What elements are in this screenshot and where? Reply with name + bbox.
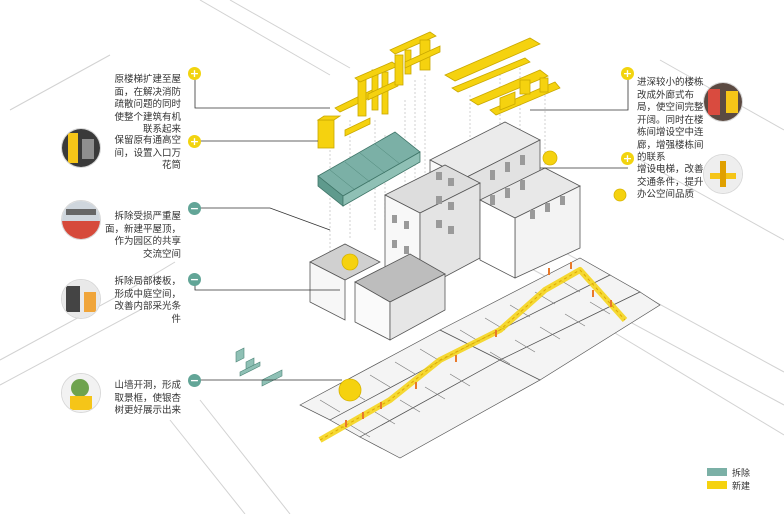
photo-thumbnail — [61, 200, 101, 240]
people-figures — [345, 262, 612, 427]
trees — [338, 150, 627, 402]
annotation-elevator: 增设电梯，改善 交通条件，提升 办公空间品质 — [637, 164, 704, 200]
remove-sign-icon: − — [188, 202, 201, 215]
add-sign-icon: + — [621, 152, 634, 165]
add-sign-icon: + — [188, 67, 201, 80]
photo-thumbnail — [703, 154, 743, 194]
buildings — [309, 121, 581, 341]
add-sign-icon: + — [188, 135, 201, 148]
photo-thumbnail — [61, 373, 101, 413]
legend-swatch-demolish — [707, 468, 727, 476]
annotation-entrance-kaleidoscope: 保留原有通高空 间，设置入口万 花筒 — [114, 135, 181, 171]
remove-sign-icon: − — [188, 273, 201, 286]
leader-lines — [194, 74, 629, 381]
demolished-roof — [317, 131, 421, 207]
annotation-outer-corridor: 进深较小的楼栋 改成外廊式布 局，使空间完整 开阔。同时在楼 栋间增设空中连 廊… — [637, 77, 704, 163]
legend-swatch-new — [707, 481, 727, 489]
legend-label: 新建 — [732, 482, 751, 492]
annotation-atrium: 拆除局部楼板， 形成中庭空间， 改善内部采光条 件 — [114, 276, 181, 325]
legend-label: 拆除 — [732, 469, 751, 479]
new-build-elements — [316, 31, 561, 149]
photo-thumbnail — [703, 82, 743, 122]
add-sign-icon: + — [621, 67, 634, 80]
annotation-gable-opening: 山墙开洞，形成 取景框，使银杏 树更好展示出来 — [114, 380, 181, 416]
remove-sign-icon: − — [188, 374, 201, 387]
photo-thumbnail — [61, 279, 101, 319]
ground-floor-plan — [299, 257, 661, 459]
annotation-new-flat-roof: 拆除受损严重屋 面，新建平屋顶， 作为园区的共享 交流空间 — [104, 211, 181, 260]
demolished-wall-fragments — [235, 347, 283, 387]
walkway-path — [318, 267, 628, 443]
photo-thumbnail — [61, 128, 101, 168]
annotation-stair-extension: 原楼梯扩建至屋 面，在解决消防 疏散问题的同时 使整个建筑有机 联系起来 — [114, 74, 181, 135]
